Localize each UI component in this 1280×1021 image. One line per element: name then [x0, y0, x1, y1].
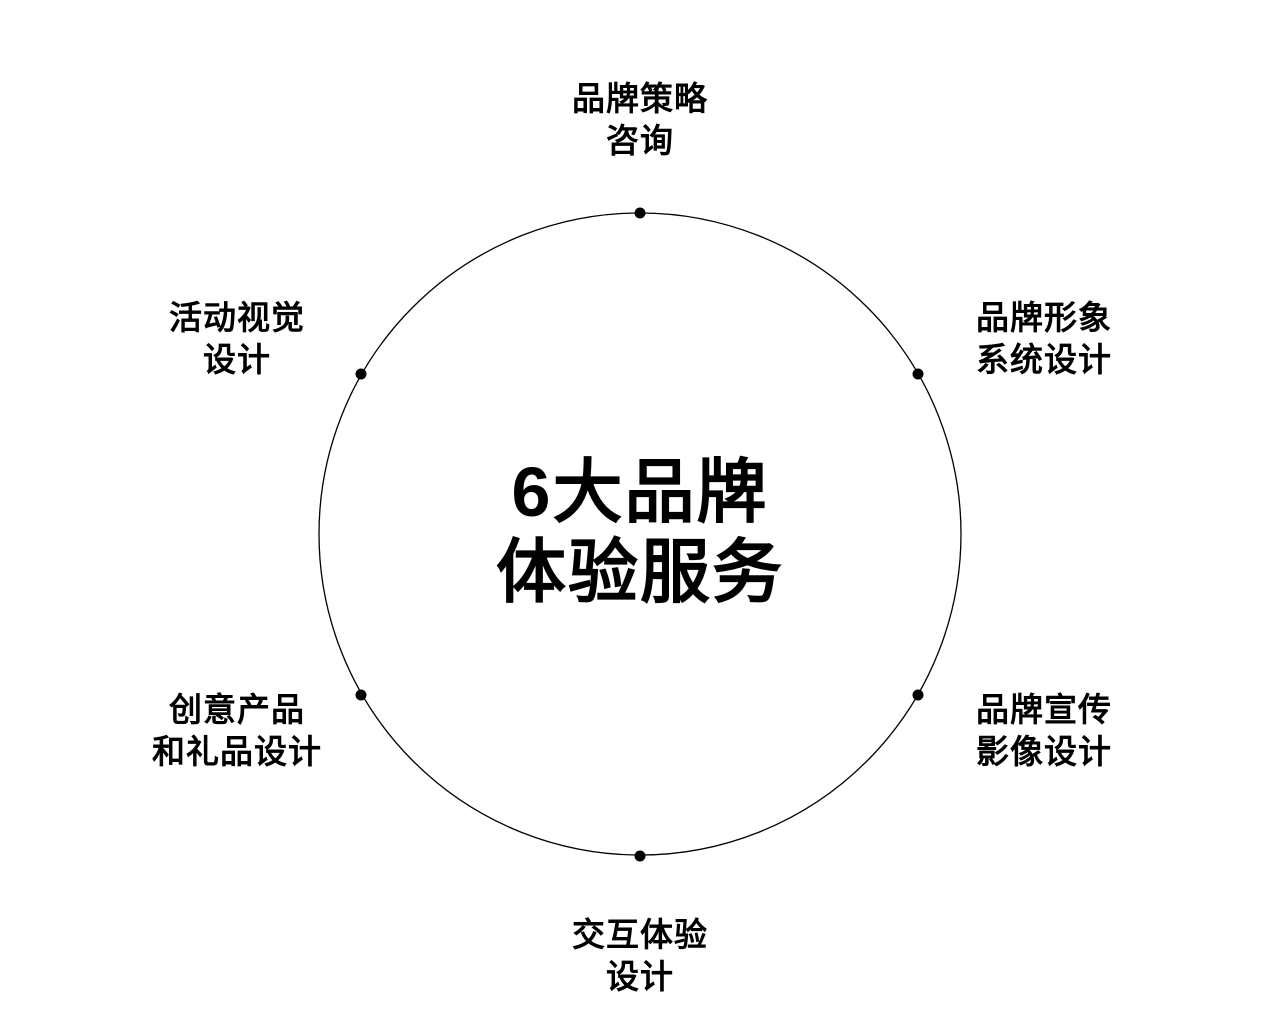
node-dot-upper-left: [355, 368, 367, 380]
label-line: 交互体验: [572, 916, 708, 953]
label-creative-products: 创意产品 和礼品设计: [152, 689, 322, 773]
label-line: 影像设计: [976, 733, 1112, 770]
node-dot-top: [634, 207, 646, 219]
center-title-line2: 体验服务: [496, 533, 784, 611]
label-interaction: 交互体验 设计: [572, 914, 708, 998]
center-title: 6大品牌 体验服务: [496, 452, 784, 612]
node-dot-lower-left: [355, 689, 367, 701]
node-dot-bottom: [634, 850, 646, 862]
label-brand-identity: 品牌形象 系统设计: [976, 297, 1112, 381]
center-title-line1: 6大品牌: [511, 453, 769, 531]
label-line: 活动视觉: [169, 299, 305, 336]
label-brand-strategy: 品牌策略 咨询: [572, 78, 708, 162]
label-line: 系统设计: [976, 341, 1112, 378]
label-line: 品牌宣传: [976, 691, 1112, 728]
label-line: 和礼品设计: [152, 733, 322, 770]
label-line: 设计: [203, 341, 271, 378]
node-dot-lower-right: [912, 689, 924, 701]
label-line: 品牌策略: [572, 80, 708, 117]
label-line: 咨询: [606, 122, 674, 159]
label-brand-promotion: 品牌宣传 影像设计: [976, 689, 1112, 773]
label-line: 设计: [606, 958, 674, 995]
label-line: 创意产品: [169, 691, 305, 728]
label-line: 品牌形象: [976, 299, 1112, 336]
label-event-visual: 活动视觉 设计: [169, 297, 305, 381]
node-dot-upper-right: [912, 368, 924, 380]
